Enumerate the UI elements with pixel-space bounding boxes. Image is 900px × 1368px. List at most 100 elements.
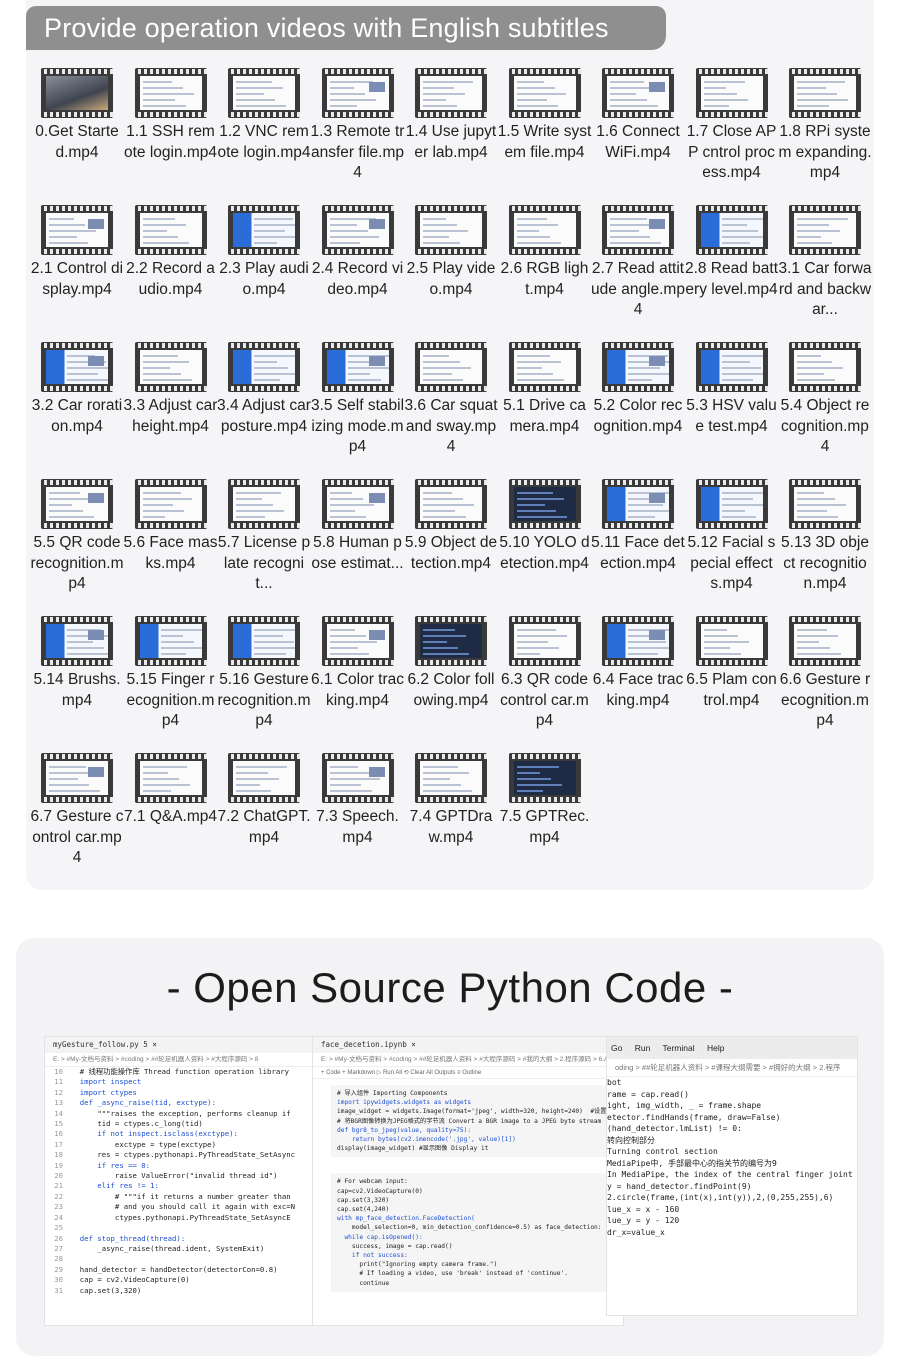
video-file-item[interactable]: 5.2 Color recognition.mp4 [591,338,685,437]
video-file-item[interactable]: 7.4 GPTDraw.mp4 [404,749,498,848]
code-line: 12 import ctypes [45,1088,313,1098]
video-file-item[interactable]: 2.6 RGB light.mp4 [498,201,592,300]
video-file-item[interactable]: 2.7 Read attitude angle.mp4 [591,201,685,321]
video-thumbnail-icon [508,479,581,529]
code-line: dr_x=value_x [607,1227,857,1239]
code-text: return bytes(cv2.imencode('.jpg', value)… [337,1136,516,1144]
video-file-item[interactable]: 7.2 ChatGPT.mp4 [217,749,311,848]
video-file-item[interactable]: 1.4 Use jupyter lab.mp4 [404,64,498,163]
video-file-item[interactable]: 6.1 Color tracking.mp4 [311,612,405,711]
line-number: 16 [54,1129,63,1139]
video-file-item[interactable]: 7.3 Speech.mp4 [311,749,405,848]
code-text: """raises the exception, performs cleanu… [71,1108,291,1118]
video-file-item[interactable]: 2.8 Read battery level.mp4 [685,201,779,300]
video-file-item[interactable]: 1.6 Connect WiFi.mp4 [591,64,685,163]
video-file-name: 3.6 Car squat and sway.mp4 [404,397,498,455]
video-file-item[interactable]: 3.6 Car squat and sway.mp4 [404,338,498,458]
video-file-item[interactable]: 6.7 Gesture control car.mp4 [30,749,124,869]
video-file-name: 5.2 Color recognition.mp4 [593,397,683,435]
video-file-item[interactable]: 5.16 Gesture recognition.mp4 [217,612,311,732]
code-text: if res == 0: [71,1160,151,1170]
video-thumbnail-icon [321,753,394,803]
video-file-item[interactable]: 5.14 Brushs.mp4 [30,612,124,711]
video-file-item[interactable]: 5.6 Face masks.mp4 [124,475,218,574]
video-file-item[interactable]: 2.1 Control display.mp4 [30,201,124,300]
video-file-item[interactable]: 5.12 Facial special effects.mp4 [685,475,779,595]
video-file-item[interactable]: 1.5 Write system file.mp4 [498,64,592,163]
code-text: Turning control section [607,1147,718,1156]
line-number: 24 [54,1212,63,1222]
code-text: ctypes.pythonapi.PyThreadState_SetAsyncE [71,1212,291,1222]
code-text: if not inspect.isclass(exctype): [71,1129,238,1139]
video-file-item[interactable]: 5.10 YOLO detection.mp4 [498,475,592,574]
code-line: # 将BGR图像转换为JPEG格式的字节流 Convert a BGR imag… [337,1117,609,1126]
video-file-item[interactable]: 6.2 Color following.mp4 [404,612,498,711]
video-file-item[interactable]: 1.3 Remote transfer file.mp4 [311,64,405,184]
video-file-item[interactable]: 1.1 SSH remote login.mp4 [124,64,218,163]
code-line: cap.set(4,240) [337,1205,609,1214]
code-section-panel: - Open Source Python Code - myGesture_fo… [16,938,884,1356]
line-number: 18 [54,1150,63,1160]
video-file-item[interactable]: 1.2 VNC remote login.mp4 [217,64,311,163]
video-file-name: 2.6 RGB light.mp4 [500,260,589,298]
video-file-item[interactable]: 6.6 Gesture recognition.mp4 [778,612,872,732]
code-text: # If loading a video, use 'break' instea… [337,1270,568,1278]
line-number: 31 [54,1285,63,1295]
line-number: 25 [54,1223,63,1233]
video-thumbnail-icon [415,205,487,255]
line-number: 26 [54,1233,63,1243]
video-file-name: 5.5 QR code recognition.mp4 [30,534,124,592]
code-text: # """if it returns a number greater than [71,1191,291,1201]
video-file-name: 5.3 HSV value test.mp4 [686,397,777,435]
video-file-item[interactable]: 6.4 Face tracking.mp4 [591,612,685,711]
code-text: (hand_detector.lmList) != 0: [607,1124,742,1133]
video-file-item[interactable]: 2.5 Play video.mp4 [404,201,498,300]
video-file-item[interactable]: 7.1 Q&A.mp4 [124,749,218,828]
video-file-item[interactable]: 5.8 Human pose estimat... [311,475,405,574]
video-file-item[interactable]: 3.5 Self stabilizing mode.mp4 [311,338,405,458]
video-file-item[interactable]: 5.9 Object detection.mp4 [404,475,498,574]
video-file-item[interactable]: 5.3 HSV value test.mp4 [685,338,779,437]
video-file-item[interactable]: 5.1 Drive camera.mp4 [498,338,592,437]
video-file-item[interactable]: 2.4 Record video.mp4 [311,201,405,300]
video-file-item[interactable]: 5.13 3D object recognition.mp4 [778,475,872,595]
video-file-item[interactable]: 5.5 QR code recognition.mp4 [30,475,124,595]
code-text: lue_y = y - 120 [607,1216,680,1225]
video-file-item[interactable]: 5.11 Face detection.mp4 [591,475,685,574]
video-file-item[interactable]: 2.3 Play audio.mp4 [217,201,311,300]
line-number: 13 [54,1098,63,1108]
code-line: 21 elif res != 1: [45,1181,313,1191]
notebook-toolbar: + Code + Markdown ▷ Run All ⟲ Clear All … [313,1067,623,1079]
code-line: with mp_face_detection.FaceDetection( [337,1214,609,1223]
video-file-item[interactable]: 7.5 GPTRec.mp4 [498,749,592,848]
code-line: 10 # 线程功能操作库 Thread function operation l… [45,1067,313,1077]
video-file-item[interactable]: 6.5 Plam control.mp4 [685,612,779,711]
code-line: lue_x = x - 160 [607,1204,857,1216]
video-file-item[interactable]: 3.2 Car roration.mp4 [30,338,124,437]
line-number: 10 [54,1067,63,1076]
code-line: 27 _async_raise(thread.ident, SystemExit… [45,1244,313,1254]
video-file-item[interactable]: 2.2 Record audio.mp4 [124,201,218,300]
video-file-item[interactable]: 1.7 Close APP cntrol process.mp4 [685,64,779,184]
line-number: 30 [54,1275,63,1285]
code-line: MediaPipe中, 手部最中心的指关节的编号为9 [607,1158,857,1170]
video-file-name: 1.1 SSH remote login.mp4 [123,123,218,161]
code-text: hand_detector = handDetector(detectorCon… [71,1264,278,1274]
video-file-item[interactable]: 0.Get Started.mp4 [30,64,124,163]
video-file-item[interactable]: 5.15 Finger recognition.mp4 [124,612,218,732]
video-file-item[interactable]: 5.4 Object recognition.mp4 [778,338,872,458]
video-thumbnail-icon [415,342,487,392]
video-file-item[interactable]: 5.7 License plate recognit... [217,475,311,595]
video-file-item[interactable]: 3.1 Car forward and backwar... [778,201,872,321]
video-file-name: 5.12 Facial special effects.mp4 [687,534,776,592]
video-file-item[interactable]: 3.3 Adjust car height.mp4 [124,338,218,437]
video-thumbnail-icon [321,342,394,392]
video-thumbnail-icon [508,205,581,255]
video-file-item[interactable]: 6.3 QR code control car.mp4 [498,612,592,732]
video-file-name: 7.3 Speech.mp4 [316,808,399,846]
code-line: print("Ignoring empty camera frame.") [337,1260,609,1269]
video-file-item[interactable]: 1.8 RPi system expanding.mp4 [778,64,872,184]
code-text: while cap.isOpened(): [337,1233,423,1241]
code-text: # 将BGR图像转换为JPEG格式的字节流 Convert a BGR imag… [337,1117,602,1125]
video-file-item[interactable]: 3.4 Adjust car posture.mp4 [217,338,311,437]
